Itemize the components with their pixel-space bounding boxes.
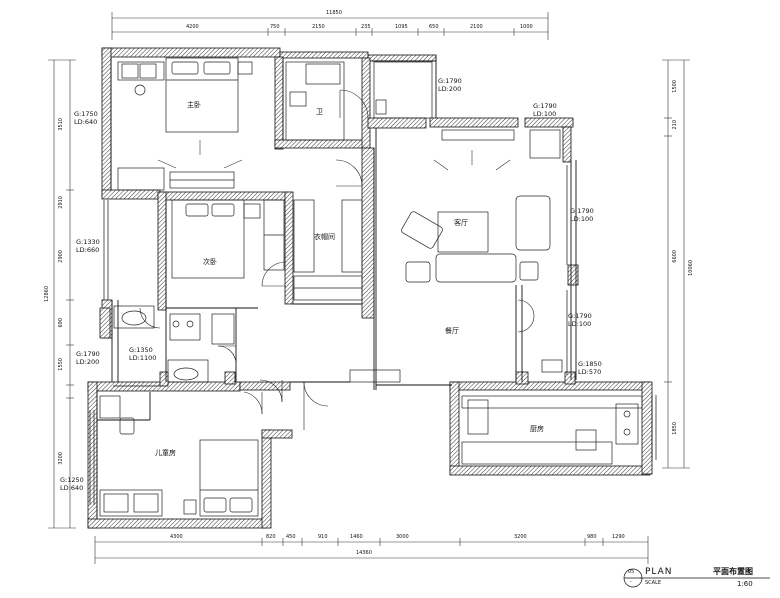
plan-title: 平面布置图 bbox=[713, 567, 753, 576]
right-dimension-4: 1850 bbox=[672, 422, 678, 435]
room-label-cloakroom: 衣帽间 bbox=[314, 233, 335, 241]
room-label-living: 客厅 bbox=[454, 219, 468, 227]
right-dimension-lines bbox=[662, 59, 690, 469]
left-dimension-1: 3510 bbox=[58, 118, 64, 131]
bottom-dimension-9: 1290 bbox=[612, 534, 625, 540]
left-dimension-5: 1550 bbox=[58, 358, 64, 371]
scale-value: 1:60 bbox=[737, 580, 753, 588]
left-dimension-2: 2910 bbox=[58, 196, 64, 209]
sheet-badge-top: 05 bbox=[628, 569, 635, 575]
right-dimension-1: 1500 bbox=[672, 80, 678, 93]
bottom-total-dimension: 14360 bbox=[356, 550, 372, 556]
door-swings bbox=[139, 89, 535, 430]
bottom-dimension-lines bbox=[94, 536, 649, 564]
bottom-dimension-8: 980 bbox=[587, 534, 597, 540]
right-dimension-2: 210 bbox=[672, 120, 678, 130]
left-dimension-6: 3200 bbox=[58, 452, 64, 465]
room-label-second-bedroom: 次卧 bbox=[203, 258, 217, 266]
room-label-dining: 餐厅 bbox=[445, 327, 459, 335]
partition-walls bbox=[96, 55, 577, 519]
bottom-dimension-7: 3200 bbox=[514, 534, 527, 540]
furniture bbox=[99, 57, 643, 517]
top-dimension-6: 650 bbox=[429, 24, 439, 30]
bottom-dimension-5: 1460 bbox=[350, 534, 363, 540]
bottom-dimension-3: 450 bbox=[286, 534, 296, 540]
left-dimension-lines bbox=[48, 59, 76, 529]
top-dimension-7: 2100 bbox=[470, 24, 483, 30]
right-total-dimension: 10060 bbox=[688, 260, 694, 276]
top-dimension-4: 235 bbox=[361, 24, 371, 30]
bottom-dimension-6: 3000 bbox=[396, 534, 409, 540]
left-dimension-4: 690 bbox=[58, 318, 64, 328]
title-block: 05 - PLAN 平面布置图 SCALE 1:60 bbox=[625, 566, 765, 594]
bottom-dimension-1: 4300 bbox=[170, 534, 183, 540]
top-total-dimension: 11850 bbox=[326, 10, 342, 16]
bottom-dimension-4: 910 bbox=[318, 534, 328, 540]
top-dimension-2: 750 bbox=[270, 24, 280, 30]
windows bbox=[89, 165, 657, 505]
bottom-dimension-2: 820 bbox=[266, 534, 276, 540]
room-label-bath: 卫 bbox=[316, 108, 323, 116]
ceiling-light-marks bbox=[157, 140, 511, 171]
room-label-master-bedroom: 主卧 bbox=[187, 101, 201, 109]
right-dimension-3: 6600 bbox=[672, 250, 678, 263]
room-label-kitchen: 厨房 bbox=[530, 425, 544, 433]
top-dimension-1: 4200 bbox=[186, 24, 199, 30]
structural-walls bbox=[87, 47, 653, 529]
top-dimension-5: 1095 bbox=[395, 24, 408, 30]
top-dimension-lines bbox=[111, 12, 549, 40]
plan-label: PLAN bbox=[645, 567, 673, 577]
top-dimension-8: 1000 bbox=[520, 24, 533, 30]
top-dimension-3: 2150 bbox=[312, 24, 325, 30]
room-label-kids-room: 儿童房 bbox=[155, 449, 176, 457]
left-dimension-3: 2900 bbox=[58, 250, 64, 263]
scale-label: SCALE bbox=[645, 580, 662, 586]
sheet-badge-bottom: - bbox=[630, 579, 632, 585]
title-block-lines bbox=[623, 568, 770, 588]
left-total-dimension: 12860 bbox=[44, 286, 50, 302]
